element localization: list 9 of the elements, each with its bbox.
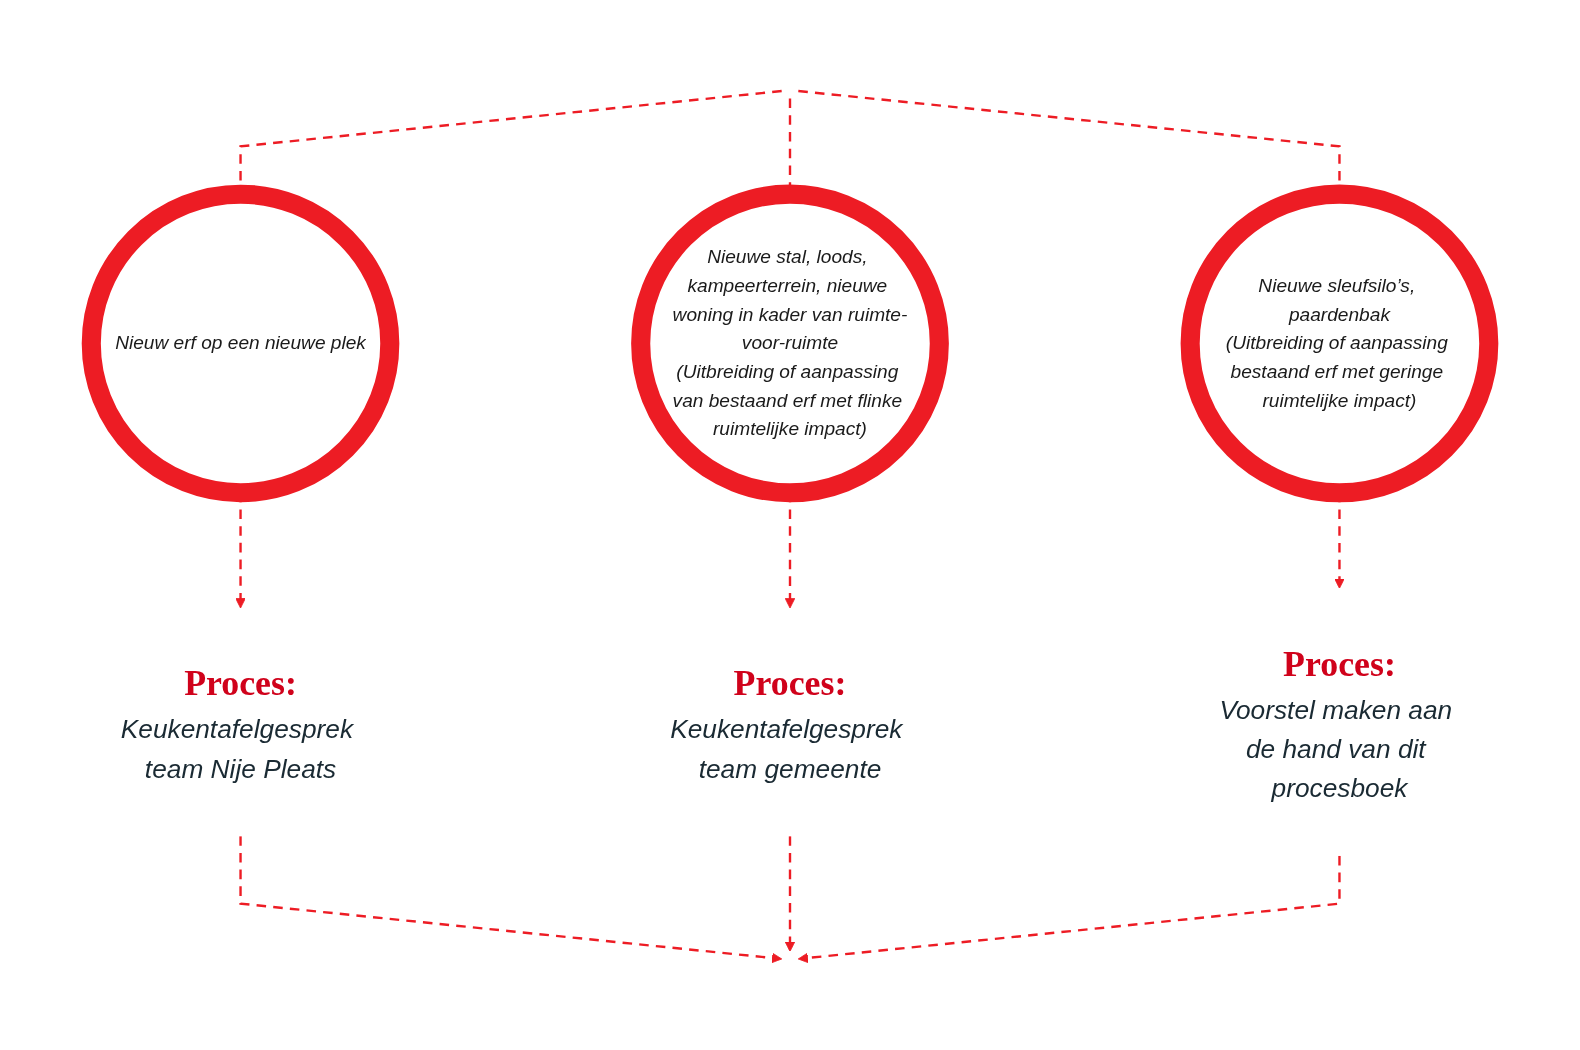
node-circle: Nieuw erf op een nieuwe plek [81,184,400,503]
node-circle: Nieuwe stal, loods, kampeerterrein, nieuwe woning in kader van ruimte-voor-ruimte (Uitbreiding of aanpassing van bestaand erf met flinke ruimtelijke impact) [631,184,949,503]
node-text: Proces: Keukentafelgesprek team gemeente [670,662,903,784]
node-circle: Nieuwe sleufsilo’s, paardenbak (Uitbreiding of aanpassing bestaand erf met geringe ruimtelijke impact) [1180,184,1499,503]
node-text: Proces: Voorstel maken aan de hand van dit procesboek [1219,643,1453,804]
arrow [784,836,796,952]
arrow [239,836,783,964]
arrow [797,855,1341,964]
node-text: Proces: Keukentafelgesprek team Nije Pleats [120,662,354,784]
